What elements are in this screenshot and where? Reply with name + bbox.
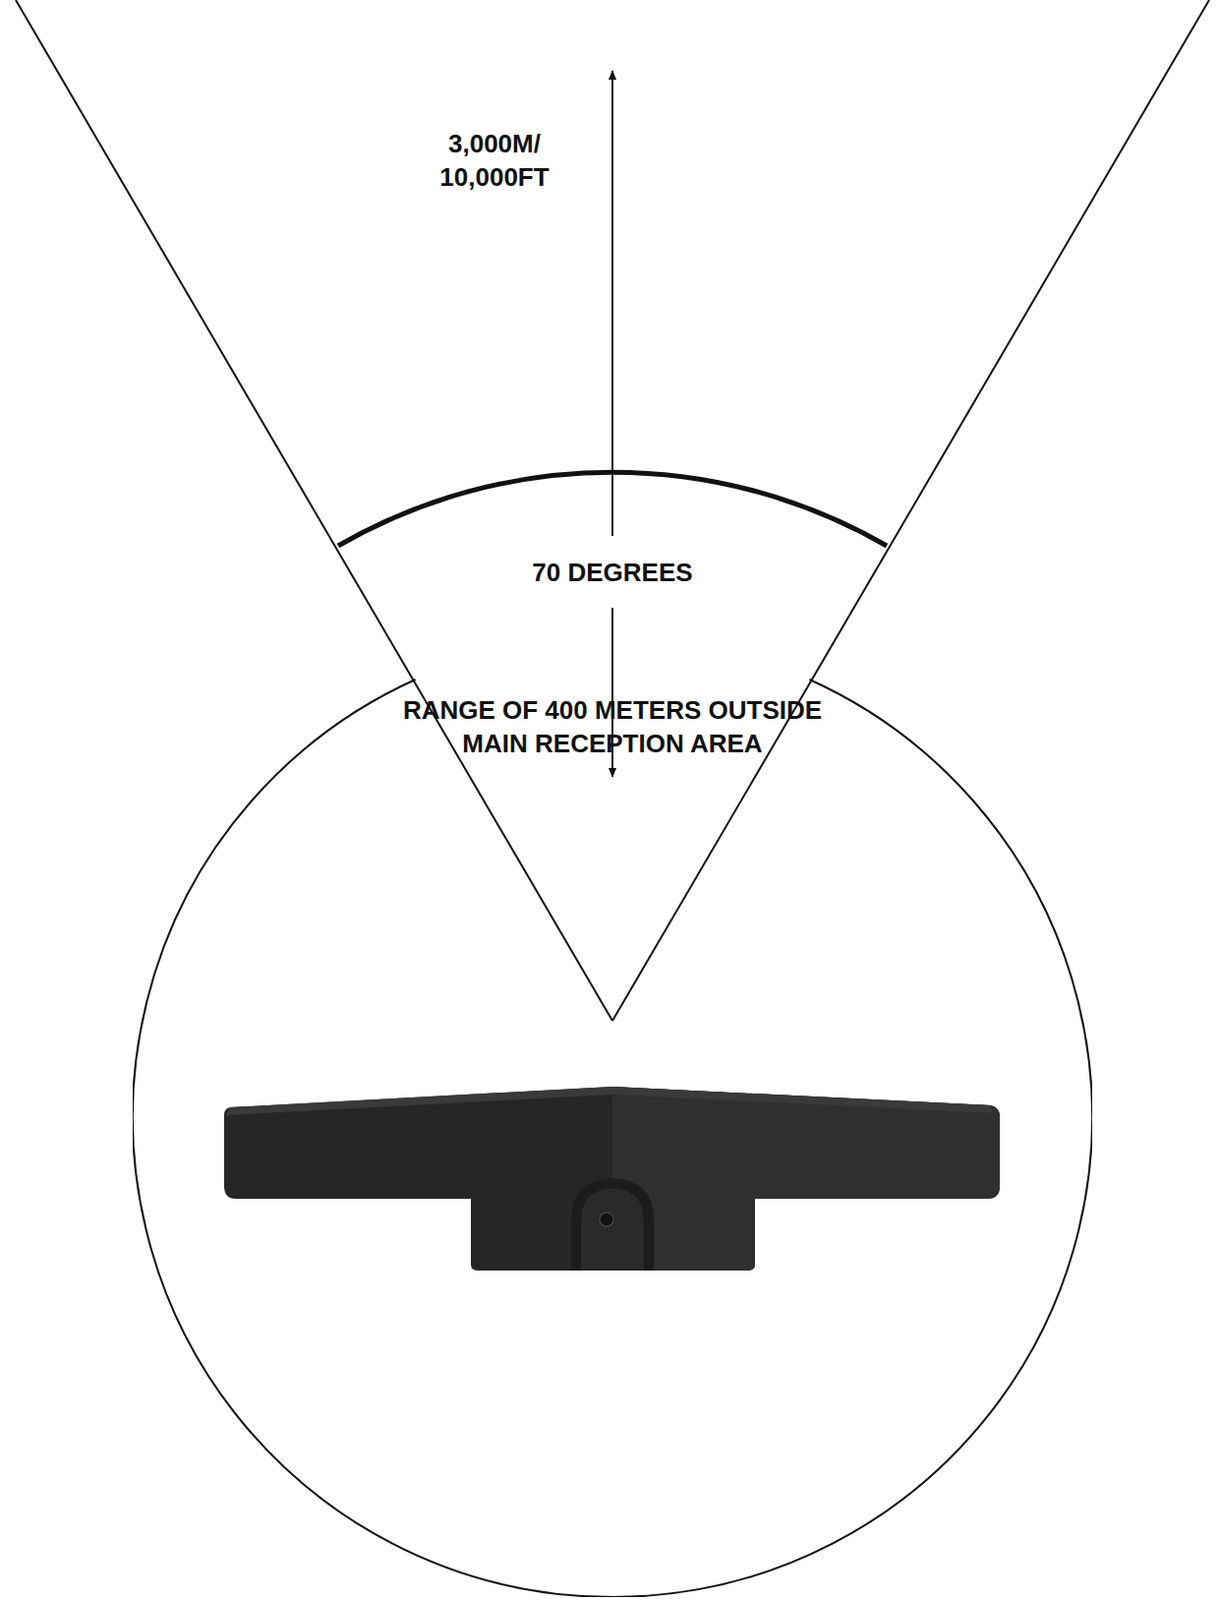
receiver-device <box>224 1086 1000 1271</box>
cone-edge <box>15 0 613 1021</box>
circle-outline <box>132 637 1093 1597</box>
circle-arc <box>132 679 1093 1597</box>
cone-edge <box>612 0 1210 1021</box>
range-arrow <box>611 70 614 536</box>
range-circle: RANGE OF 400 METERS OUTSIDE MAIN RECEPTI… <box>132 637 1093 1597</box>
angle-label: 70 DEGREES <box>525 556 698 590</box>
range-label: RANGE OF 400 METERS OUTSIDE MAIN RECEPTI… <box>371 694 854 761</box>
altitude-label: 3,000M/ 10,000FT <box>425 127 564 195</box>
